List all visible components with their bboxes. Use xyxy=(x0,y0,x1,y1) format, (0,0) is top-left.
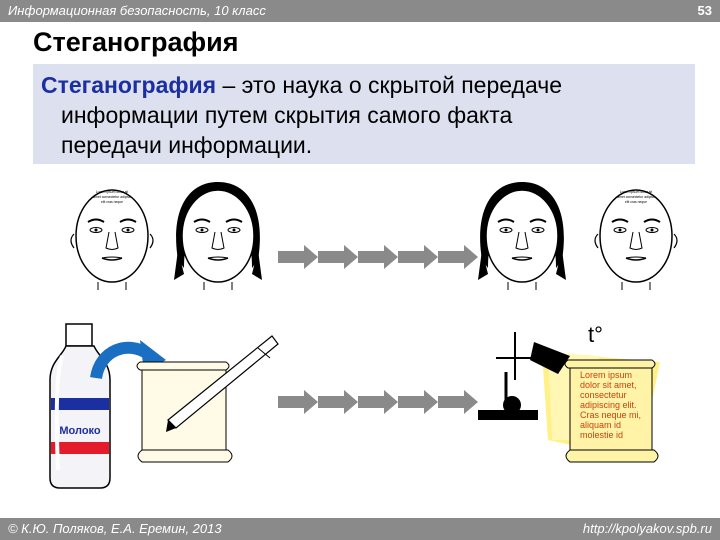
footer-site-link[interactable]: http://kpolyakov.spb.ru xyxy=(582,521,712,536)
definition-box: Стеганография – это наука о скрытой пере… xyxy=(33,64,695,164)
scroll-text: Lorem ipsum dolor sit amet, consectetur … xyxy=(580,370,641,440)
arrows-top xyxy=(278,245,478,269)
definition-line2: информации путем скрытия самого факта xyxy=(61,102,513,128)
scroll-line: molestie id xyxy=(580,430,623,440)
arrows-bottom xyxy=(278,390,478,414)
footer-authors: © К.Ю. Поляков, Е.А. Еремин, 2013 xyxy=(8,521,222,536)
temperature-label: t° xyxy=(588,322,603,347)
scroll-line: consectetur xyxy=(580,390,627,400)
header-bar: Информационная безопасность, 10 класс 53 xyxy=(0,0,720,22)
face-bald-right xyxy=(594,189,678,291)
pen-icon xyxy=(166,335,279,432)
scroll-line: adipiscing elit. xyxy=(580,400,637,410)
definition-line3: передачи информации. xyxy=(61,132,313,158)
slide-title: Стеганография xyxy=(33,27,239,57)
scroll-right xyxy=(564,359,659,463)
footer-bar: © К.Ю. Поляков, Е.А. Еремин, 2013 http:/… xyxy=(0,518,720,540)
page-number: 53 xyxy=(697,3,712,18)
scroll-line: Lorem ipsum xyxy=(580,370,632,380)
milk-bottle xyxy=(49,323,111,489)
scroll-line: dolor sit amet, xyxy=(580,380,637,390)
face-haired-right xyxy=(478,182,566,291)
course-title: Информационная безопасность, 10 класс xyxy=(8,3,266,18)
bottle-label: Молоко xyxy=(59,425,101,437)
face-haired-left xyxy=(174,182,262,291)
scroll-line: Cras neque mi, xyxy=(580,410,641,420)
definition-line1: – это наука о скрытой передаче xyxy=(216,72,563,98)
definition-text: Стеганография – это наука о скрытой пере… xyxy=(41,70,681,160)
face-bald-left xyxy=(70,189,154,291)
scroll-line: aliquam id xyxy=(580,420,621,430)
definition-term: Стеганография xyxy=(41,72,217,98)
